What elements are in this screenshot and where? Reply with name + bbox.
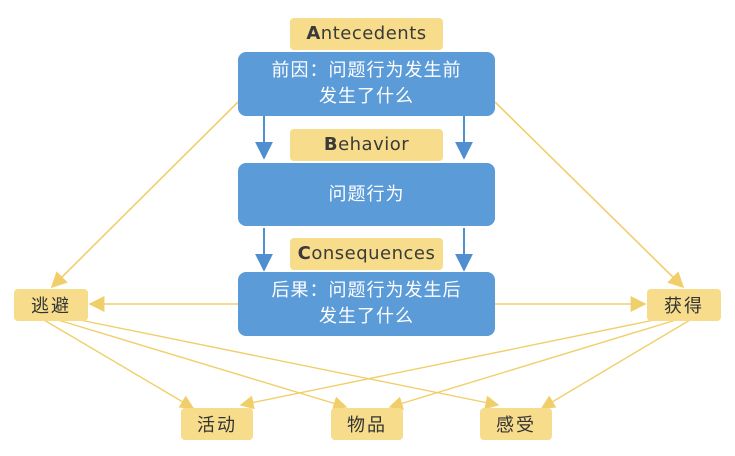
consequence-box: 后果：问题行为发生后 发生了什么: [238, 272, 495, 336]
arrow-gain-to-sensation: [540, 319, 691, 409]
consequence-box-line2: 发生了什么: [319, 306, 414, 327]
behavior-label-initial: B: [323, 134, 339, 155]
antecedents-label-initial: A: [306, 23, 321, 44]
arrow-gain-to-item: [388, 319, 677, 411]
behavior-label: Behavior: [290, 129, 443, 161]
arrow-escape-to-item: [57, 319, 348, 411]
arrow-escape-to-activity: [43, 319, 195, 409]
arrow-gain-to-activity: [239, 317, 665, 410]
arrow-escape-to-sensation: [69, 317, 500, 410]
escape-node: 逃避: [14, 289, 88, 321]
consequences-label-initial: C: [297, 243, 312, 264]
gain-node: 获得: [647, 289, 721, 321]
antecedent-box-line2: 发生了什么: [319, 86, 414, 107]
antecedent-box-line1: 前因：问题行为发生前: [271, 60, 462, 81]
antecedents-label: Antecedents: [290, 18, 443, 50]
behavior-label-rest: ehavior: [338, 134, 410, 155]
antecedent-box: 前因：问题行为发生前 发生了什么: [238, 52, 495, 116]
arrow-antecedent-to-gain: [494, 101, 685, 289]
consequences-label-rest: onsequences: [311, 243, 436, 264]
sensation-node: 感受: [480, 408, 552, 440]
consequences-label: Consequences: [290, 238, 443, 270]
behavior-box: 问题行为: [238, 163, 495, 226]
behavior-box-line1: 问题行为: [328, 183, 405, 205]
activity-node: 活动: [181, 408, 253, 440]
arrow-antecedent-to-escape: [50, 101, 239, 289]
antecedents-label-rest: ntecedents: [320, 23, 427, 44]
item-node: 物品: [331, 408, 403, 440]
consequence-box-line1: 后果：问题行为发生后: [271, 280, 462, 301]
